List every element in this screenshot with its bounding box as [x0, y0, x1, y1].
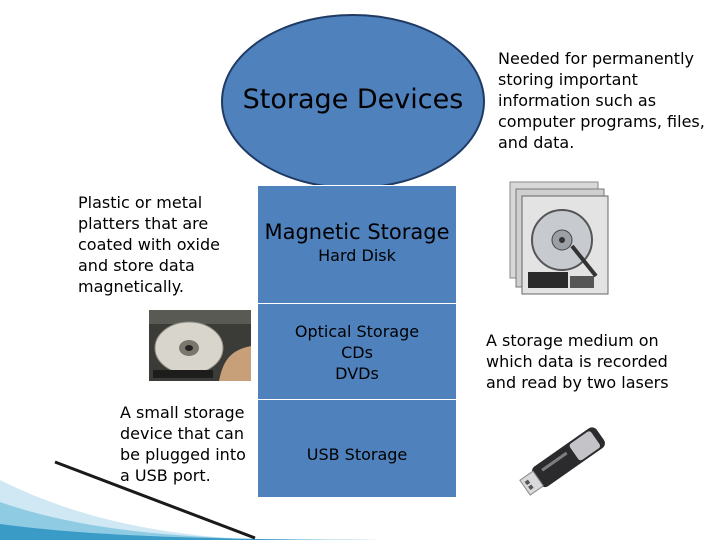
decorative-swoosh — [0, 460, 420, 540]
usb-description: A small storage device that can be plugg… — [120, 403, 246, 485]
optical-item-cds: CDs — [341, 343, 373, 362]
usb-storage-title: USB Storage — [306, 445, 408, 464]
magnetic-item-hard-disk: Hard Disk — [318, 246, 396, 265]
storage-description: Needed for permanently storing important… — [498, 49, 705, 152]
title-ellipse — [221, 14, 485, 189]
page-title: Storage Devices — [242, 84, 464, 115]
optical-disc-photo-icon — [149, 310, 251, 381]
usb-storage-box: USB Storage — [258, 399, 456, 497]
optical-item-dvds: DVDs — [335, 364, 379, 383]
usb-drive-photo-icon — [510, 409, 623, 506]
magnetic-storage-box: Magnetic Storage Hard Disk — [258, 185, 456, 303]
optical-storage-box: Optical Storage CDs DVDs — [258, 303, 456, 399]
magnetic-description: Plastic or metal platters that are coate… — [78, 193, 220, 296]
optical-storage-title: Optical Storage — [294, 322, 420, 341]
magnetic-storage-title: Magnetic Storage — [264, 220, 450, 244]
hard-disk-photo-icon — [508, 180, 610, 296]
optical-description: A storage medium on which data is record… — [486, 331, 669, 392]
